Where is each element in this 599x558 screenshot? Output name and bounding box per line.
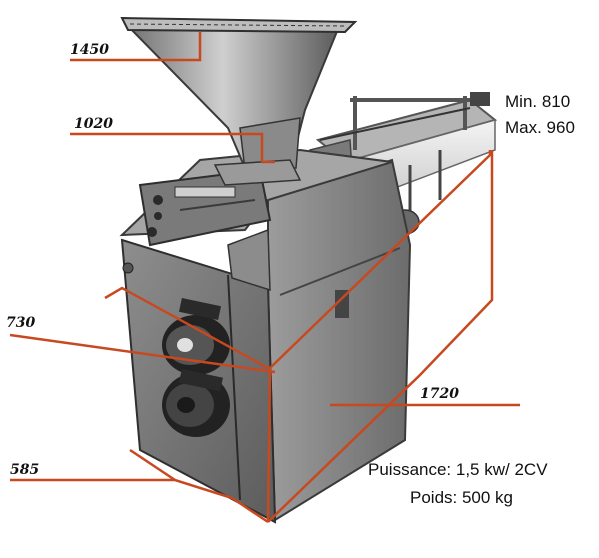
- height-min-label: Min. 810: [505, 92, 571, 111]
- dim-line-730: [9, 333, 276, 374]
- dim-label-1720: 1720: [420, 386, 459, 402]
- front-rollers: [162, 297, 230, 437]
- dim-line-height: [266, 150, 492, 523]
- dim-line-1720: [267, 150, 494, 523]
- weight-spec: Poids: 500 kg: [410, 488, 514, 507]
- dim-line-585: [10, 478, 269, 524]
- dim-label-1020: 1020: [74, 116, 113, 132]
- height-max-label: Max. 960: [505, 118, 575, 137]
- dim-label-730: 730: [6, 315, 36, 331]
- dim-line-1450: [70, 32, 202, 62]
- dim-label-1450: 1450: [70, 42, 109, 58]
- dimension-lines: [9, 32, 520, 524]
- dim-label-585: 585: [10, 462, 40, 478]
- power-spec: Puissance: 1,5 kw/ 2CV: [368, 460, 548, 479]
- dim-line-1020: [70, 132, 264, 162]
- dim-line-730-back: [104, 286, 269, 370]
